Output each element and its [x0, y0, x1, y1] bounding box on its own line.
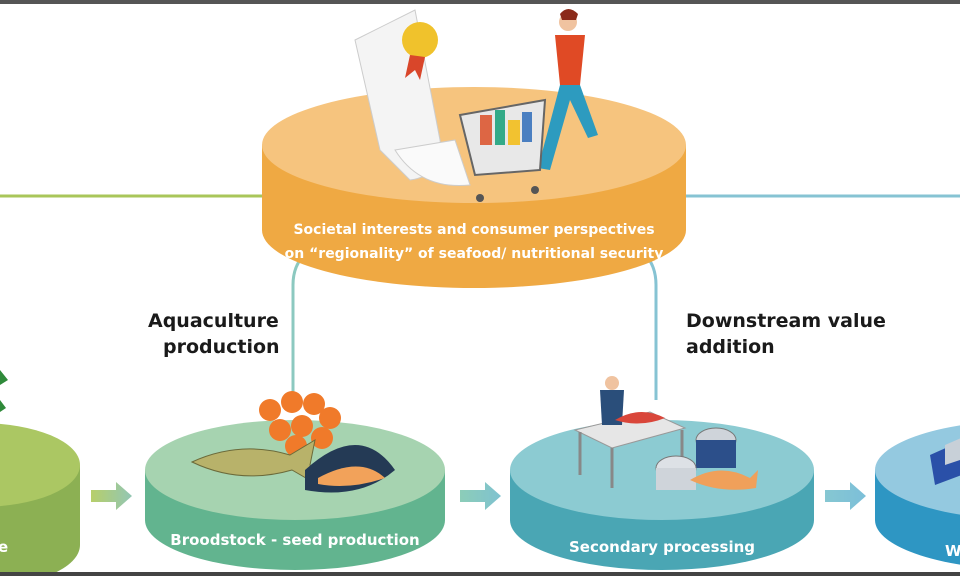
heading-line: addition — [686, 336, 775, 358]
cropped-title-strip — [0, 0, 960, 4]
heading-line: production — [163, 336, 280, 358]
connector-aquaculture — [291, 248, 311, 400]
cropped-bottom-strip — [0, 572, 960, 576]
heading-line: Aquaculture — [148, 310, 279, 332]
societal-label-line2: on “regionality” of seafood/ nutritional… — [285, 246, 664, 262]
fish-processing-illustration — [573, 376, 758, 490]
shopper-illustration — [458, 9, 598, 202]
heading-line: Downstream value — [686, 310, 886, 332]
secondary-processing-label: Secondary processing — [569, 538, 755, 556]
connector-downstream — [639, 248, 658, 400]
certificate-illustration — [354, 9, 471, 187]
heading-aquaculture-production: Aquaculture production — [148, 308, 280, 360]
broodstock-label: Broodstock - seed production — [170, 531, 419, 549]
disk-wholesale-blue — [875, 425, 960, 565]
disk-primary-green — [0, 370, 80, 576]
fish-eggs-mussel-illustration — [190, 391, 395, 493]
disk1-label: e — [0, 538, 8, 556]
disk4-label: W — [945, 542, 960, 560]
arrow-right-icon — [825, 482, 866, 510]
arrow-right-icon — [460, 482, 501, 510]
societal-label-line1: Societal interests and consumer perspect… — [293, 222, 654, 238]
arrow-right-icon — [91, 482, 132, 510]
heading-downstream-value-addition: Downstream value addition — [686, 308, 886, 360]
